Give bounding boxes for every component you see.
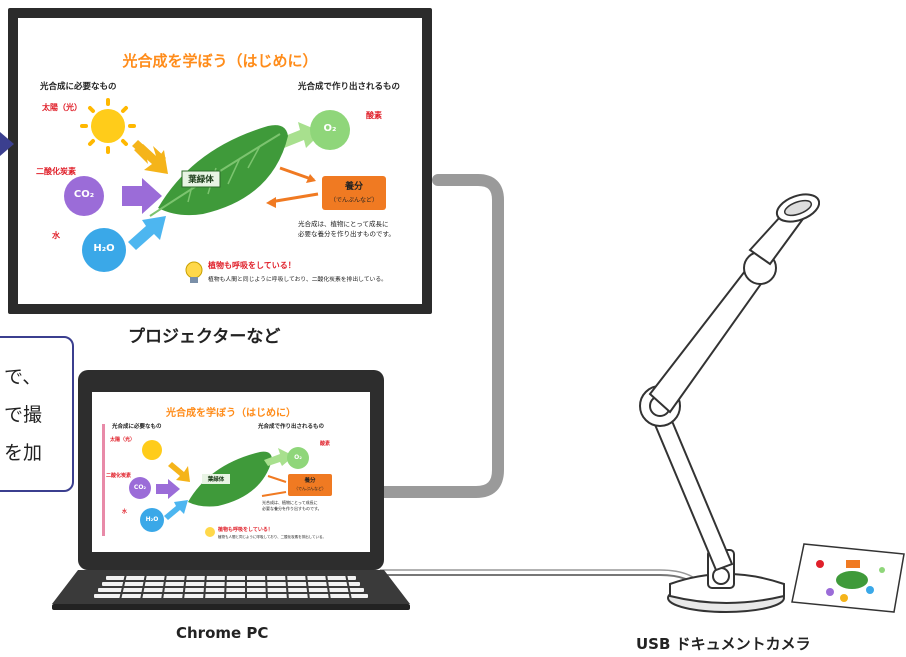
oxygen-label: 酸素	[320, 441, 331, 447]
tip-body: 植物も人間と同じように呼吸しており、二酸化炭素を排出している。	[218, 535, 327, 539]
right-heading: 光合成で作り出されるもの	[298, 82, 401, 92]
sun-icon	[142, 440, 162, 460]
nutrient-label: 養分	[304, 478, 316, 484]
co2-circle	[64, 176, 104, 216]
leaf-label: 葉緑体	[188, 175, 214, 185]
nutrient-label: 養分	[344, 182, 363, 192]
water-label: 水	[122, 509, 128, 515]
laptop-label: Chrome PC	[176, 624, 269, 642]
co2-arrow	[122, 178, 162, 214]
callout-line-2: で撮	[4, 404, 43, 426]
pointer-arrow	[0, 132, 14, 156]
oxygen-label: 酸素	[366, 111, 382, 120]
document-sheet	[791, 543, 905, 613]
h2o-circle	[82, 228, 126, 272]
co2-label: 二酸化炭素	[106, 473, 132, 479]
desc-line-1: 光合成は、植物にとって成長に	[262, 500, 318, 505]
nutrient-reading: （でんぷんなど）	[294, 486, 326, 491]
sun-icon	[80, 98, 136, 154]
sun-label: 太陽（光）	[42, 103, 82, 112]
callout-line-1: で、	[4, 366, 42, 388]
sun-label: 太陽（光）	[110, 437, 136, 443]
desc-line-1: 光合成は、植物にとって成長に	[298, 220, 389, 228]
nutrient-box	[288, 474, 332, 496]
nutrient-arrow-left	[269, 192, 319, 204]
h2o-text: H₂O	[93, 243, 115, 254]
o2-circle	[287, 447, 309, 469]
nutrient-box	[322, 176, 386, 210]
projector-slide-art	[64, 98, 386, 283]
laptop-slide: 光合成を学ぼう（はじめに） 光合成に必要なもの 光合成で作り出されるもの 太陽（…	[92, 392, 370, 552]
slide-title: 光合成を学ぼう（はじめに）	[122, 52, 318, 70]
tip-body: 植物も人間と同じように呼吸しており、二酸化炭素を排出している。	[208, 277, 387, 283]
left-heading: 光合成に必要なもの	[40, 82, 117, 92]
water-label: 水	[52, 231, 60, 240]
o2-text: O₂	[323, 123, 337, 134]
co2-circle	[129, 477, 151, 499]
o2-text: O₂	[294, 454, 302, 461]
camera-label: USB ドキュメントカメラ	[636, 635, 811, 653]
laptop-slide-art	[102, 424, 332, 537]
projector-label: プロジェクターなど	[128, 327, 281, 347]
projector-slide: 光合成を学ぼう（はじめに） 光合成に必要なもの 光合成で作り出されるもの 太陽（…	[18, 18, 422, 304]
h2o-arrow	[128, 216, 166, 250]
lightbulb-icon	[185, 261, 203, 283]
co2-label: 二酸化炭素	[36, 167, 76, 176]
slide-title: 光合成を学ぼう（はじめに）	[166, 408, 296, 419]
desc-line-2: 必要な養分を作り出すものです。	[298, 230, 395, 238]
callout-line-3: を加	[4, 442, 43, 464]
document-camera	[639, 193, 820, 613]
tip-title: 植物も呼吸をしている！	[208, 261, 296, 270]
tip-title: 植物も呼吸をしている！	[218, 527, 273, 533]
projector-cable	[352, 174, 504, 498]
h2o-circle	[140, 508, 164, 532]
projector-screen: 光合成を学ぼう（はじめに） 光合成に必要なもの 光合成で作り出されるもの 太陽（…	[8, 8, 432, 314]
right-heading: 光合成で作り出されるもの	[258, 424, 325, 430]
annotation-pen-line	[102, 424, 105, 536]
co2-text: CO₂	[133, 484, 147, 491]
lightbulb-icon	[205, 527, 215, 537]
h2o-text: H₂O	[145, 516, 159, 523]
nutrient-reading: （でんぷんなど）	[329, 197, 378, 204]
left-heading: 光合成に必要なもの	[112, 424, 162, 430]
desc-line-2: 必要な養分を作り出すものです。	[262, 506, 322, 511]
callout-bubble: で、 で撮 を加	[0, 336, 74, 492]
o2-circle	[310, 110, 350, 150]
co2-text: CO₂	[73, 189, 95, 200]
leaf-label: 葉緑体	[207, 477, 225, 483]
sun-arrow-shape	[132, 140, 168, 174]
